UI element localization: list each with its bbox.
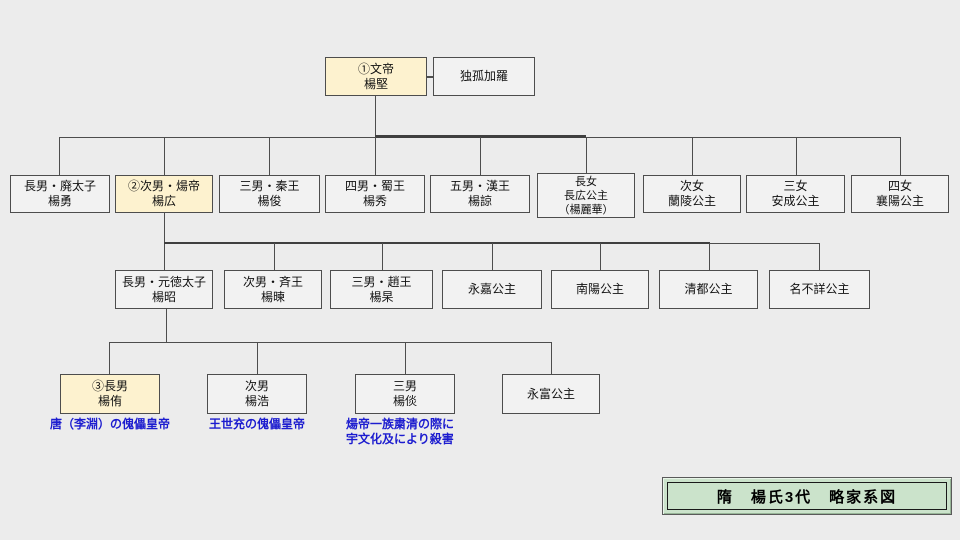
node-princess-yongjia: 永嘉公主 (442, 270, 542, 309)
node-yang-tan: 三男 楊倓 (355, 374, 455, 414)
note-line: 煬帝一族粛清の際に (346, 417, 455, 431)
node-label-line: 楊勇 (47, 194, 72, 208)
node-label-line: 楊杲 (369, 289, 394, 304)
node-label-line: 楊広 (151, 194, 176, 208)
diagram-title: 隋 楊氏3代 略家系図 (667, 482, 947, 510)
connector-g2-drop (709, 243, 710, 270)
node-label-line: 楊秀 (362, 194, 387, 208)
node-label-line: 次男・斉王 (242, 274, 303, 289)
connector-g1-bus-thick (375, 135, 586, 138)
node-label-line: 楊倓 (392, 394, 417, 408)
node-label-line: 楊昭 (151, 289, 176, 304)
node-yang-jian-prince-qi: 次男・斉王 楊暕 (224, 270, 322, 309)
diagram-title-plaque: 隋 楊氏3代 略家系図 (662, 477, 952, 515)
node-label-line: 次女 (679, 179, 704, 193)
note-yang-you-puppet: 唐（李淵）の傀儡皇帝 (49, 417, 170, 431)
node-label-line: 襄陽公主 (875, 194, 924, 208)
node-label-line: 永富公主 (526, 386, 575, 401)
node-label-line: 楊侑 (97, 394, 122, 408)
node-label-line: 長男・元徳太子 (121, 274, 206, 289)
connector-g1-drop (480, 137, 481, 175)
connector-g2-bus (710, 243, 820, 244)
connector-g2-drop (819, 243, 820, 270)
node-label-line: ①文帝 (357, 61, 394, 76)
node-label-line: 南陽公主 (575, 282, 624, 296)
connector-g2-bus-thick (164, 242, 710, 244)
connector-g3-vertical (166, 309, 167, 342)
node-princess-unknown: 名不詳公主 (769, 270, 870, 309)
connector-g1-drop (164, 137, 165, 175)
node-princess-changguang: 長女 長広公主 （楊麗華） (537, 173, 635, 218)
connector-g2-vertical (164, 213, 165, 270)
node-yang-yong: 長男・廃太子 楊勇 (10, 175, 110, 213)
note-yang-tan-killed: 煬帝一族粛清の際に 宇文化及により殺害 (346, 417, 454, 447)
connector-g1-drop (59, 137, 60, 175)
connector-g2-drop (600, 243, 601, 270)
connector-g1-drop (586, 137, 587, 173)
note-line: 宇文化及により殺害 (346, 432, 454, 446)
node-yang-liang: 五男・漢王 楊諒 (430, 175, 530, 213)
node-princess-lanling: 次女 蘭陵公主 (643, 175, 741, 213)
node-label-line: 三女 (783, 179, 808, 193)
node-princess-ancheng: 三女 安成公主 (746, 175, 845, 213)
node-label-line: 楊暕 (260, 289, 285, 304)
node-yang-xiu: 四男・蜀王 楊秀 (325, 175, 425, 213)
connector-g2-drop (274, 243, 275, 270)
connector-g3-drop (551, 342, 552, 374)
connector-g1-drop (269, 137, 270, 175)
node-label-line: 四男・蜀王 (344, 179, 405, 193)
node-label-line: 楊諒 (467, 194, 492, 208)
node-label-line: 蘭陵公主 (667, 194, 716, 208)
node-princess-nanyang: 南陽公主 (551, 270, 649, 309)
node-label-line: ②次男・煬帝 (127, 179, 200, 193)
node-label-line: 名不詳公主 (789, 282, 850, 296)
node-princess-yongfu: 永富公主 (502, 374, 600, 414)
connector-g2-drop (382, 243, 383, 270)
node-dokko-kara: 独孤加羅 (433, 57, 535, 96)
connector-g3-drop (257, 342, 258, 374)
node-label-line: 安成公主 (771, 194, 820, 208)
node-princess-xiangyang: 四女 襄陽公主 (851, 175, 949, 213)
connector-g3-drop (109, 342, 110, 374)
connector-g1-drop (900, 137, 901, 175)
connector-g3-drop (405, 342, 406, 374)
node-label-line: 長女 (575, 175, 597, 188)
node-label-line: 楊浩 (244, 394, 269, 408)
connector-g2-drop (492, 243, 493, 270)
node-label-line: 長男・廃太子 (23, 179, 96, 193)
node-label-line: 独孤加羅 (459, 69, 508, 83)
node-label-line: 次男 (244, 379, 269, 393)
node-yang-zhao: 長男・元徳太子 楊昭 (115, 270, 213, 309)
connector-g1-drop (796, 137, 797, 175)
node-label-line: 永嘉公主 (467, 282, 516, 296)
connector-g1-vertical (375, 96, 376, 137)
node-yang-gao: 三男・趙王 楊杲 (330, 270, 433, 309)
node-label-line: 三男 (392, 379, 417, 393)
node-yang-jian-emperor-wen: ①文帝 楊堅 (325, 57, 427, 96)
node-label-line: 楊俊 (257, 194, 282, 208)
connector-g3-bus (109, 342, 552, 343)
node-yang-hao: 次男 楊浩 (207, 374, 307, 414)
node-label-line: （楊麗華） (558, 203, 614, 216)
node-label-line: ③長男 (91, 379, 128, 393)
node-label-line: 楊堅 (363, 76, 388, 91)
connector-g1-drop (692, 137, 693, 175)
node-yang-you: ③長男 楊侑 (60, 374, 160, 414)
node-label-line: 長広公主 (564, 189, 608, 202)
node-label-line: 五男・漢王 (449, 179, 510, 193)
node-label-line: 清都公主 (684, 282, 733, 296)
node-label-line: 三男・秦王 (239, 179, 300, 193)
connector-g1-drop (375, 137, 376, 175)
note-yang-hao-puppet: 王世充の傀儡皇帝 (208, 417, 305, 431)
connector-spouse-dash (426, 76, 434, 78)
node-label-line: 四女 (887, 179, 912, 193)
node-princess-qingdu: 清都公主 (659, 270, 758, 309)
node-label-line: 三男・趙王 (351, 274, 412, 289)
node-yang-guang-emperor-yang: ②次男・煬帝 楊広 (115, 175, 213, 213)
node-yang-jun: 三男・秦王 楊俊 (219, 175, 320, 213)
